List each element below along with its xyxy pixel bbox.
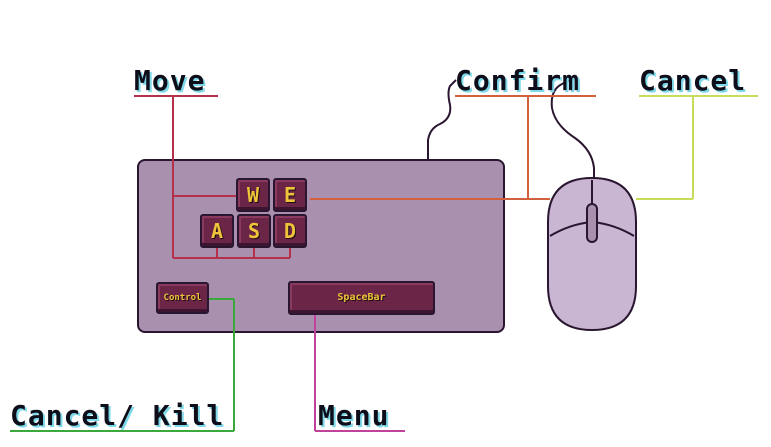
mouse-scroll-wheel xyxy=(586,203,598,243)
key-control: Control xyxy=(156,282,209,314)
mouse-cable xyxy=(550,79,595,178)
label-confirm: Confirm xyxy=(455,64,581,97)
key-e: E xyxy=(273,178,307,212)
menu-connector xyxy=(314,315,405,432)
label-move: Move xyxy=(134,64,206,97)
key-spacebar: SpaceBar xyxy=(288,281,435,315)
cancel-connector xyxy=(636,95,758,200)
move-connector xyxy=(134,95,291,259)
label-cancel: Cancel xyxy=(639,64,747,97)
confirm-connector xyxy=(310,95,596,200)
key-s: S xyxy=(237,214,271,248)
keyboard-cable xyxy=(427,79,457,160)
cancel-kill-connector xyxy=(10,298,235,432)
key-w: W xyxy=(236,178,270,212)
label-menu: Menu xyxy=(318,399,390,432)
label-cancel-kill: Cancel/ Kill xyxy=(10,399,225,432)
mouse-body xyxy=(547,176,637,332)
key-d: D xyxy=(273,214,307,248)
key-a: A xyxy=(200,214,234,248)
mouse xyxy=(547,176,637,332)
